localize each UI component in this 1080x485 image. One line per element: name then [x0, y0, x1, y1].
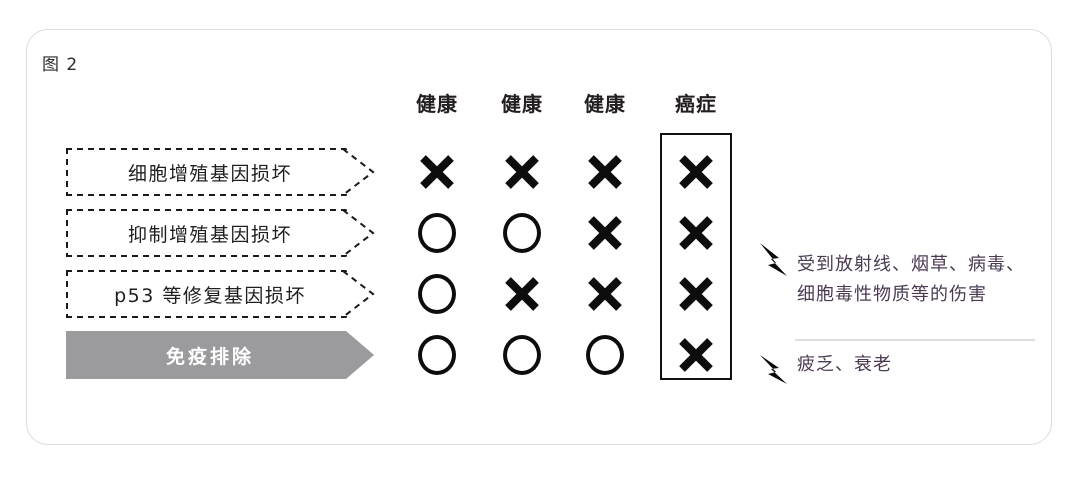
cell-r3c1	[492, 325, 552, 385]
circle-mark	[586, 335, 624, 375]
cell-r1c0	[407, 203, 467, 263]
annotation-damage-line-1: 细胞毒性物质等的伤害	[797, 284, 987, 305]
lightning-bolt-icon	[757, 240, 795, 285]
cell-r0c0	[407, 142, 467, 202]
column-header-0: 健康	[416, 92, 458, 116]
row-label-text-2: p53 等修复基因损坏	[114, 284, 306, 307]
cell-r3c3	[666, 325, 726, 385]
row-label-3: 免疫排除	[66, 331, 374, 379]
annotation-divider	[795, 339, 1035, 341]
cell-r3c2	[575, 325, 635, 385]
row-label-text-1: 抑制增殖基因损坏	[127, 223, 292, 246]
row-arrow-shape-3	[66, 331, 374, 379]
annotation-damage-line-0: 受到放射线、烟草、病毒、	[797, 254, 1025, 275]
cell-r0c1	[492, 142, 552, 202]
row-arrow-shape-2	[66, 270, 374, 318]
row-arrow-tip-1	[343, 209, 375, 257]
row-label-text-3: 免疫排除	[165, 345, 254, 368]
cell-r1c2	[575, 203, 635, 263]
figure-caption: 图 2	[42, 55, 79, 75]
row-label-text-0: 细胞增殖基因损坏	[127, 162, 292, 185]
lightning-bolt-icon	[757, 352, 795, 393]
cell-r1c1	[492, 203, 552, 263]
circle-mark	[418, 335, 456, 375]
column-header-2: 健康	[584, 92, 626, 116]
row-arrow-tip-2	[343, 270, 375, 318]
annotation-damage: 受到放射线、烟草、病毒、 细胞毒性物质等的伤害	[797, 250, 1025, 310]
circle-mark	[503, 335, 541, 375]
row-arrow-shape-0	[66, 148, 374, 196]
column-header-1: 健康	[501, 92, 543, 116]
annotation-fatigue-line-0: 疲乏、衰老	[797, 354, 892, 375]
circle-mark	[418, 274, 456, 314]
cell-r2c2	[575, 264, 635, 324]
cell-r3c0	[407, 325, 467, 385]
cancer-column-highlight-box	[660, 133, 732, 380]
row-arrow-shape-1	[66, 209, 374, 257]
cell-r1c3	[666, 203, 726, 263]
row-label-0: 细胞增殖基因损坏	[66, 148, 375, 196]
cell-r2c3	[666, 264, 726, 324]
annotation-fatigue: 疲乏、衰老	[797, 350, 892, 380]
circle-mark	[503, 213, 541, 253]
cell-r2c1	[492, 264, 552, 324]
row-label-2: p53 等修复基因损坏	[66, 270, 375, 318]
cell-r0c3	[666, 142, 726, 202]
cell-r2c0	[407, 264, 467, 324]
circle-mark	[418, 213, 456, 253]
column-header-3: 癌症	[675, 92, 717, 116]
cell-r0c2	[575, 142, 635, 202]
row-label-1: 抑制增殖基因损坏	[66, 209, 375, 257]
row-arrow-tip-0	[343, 148, 375, 196]
